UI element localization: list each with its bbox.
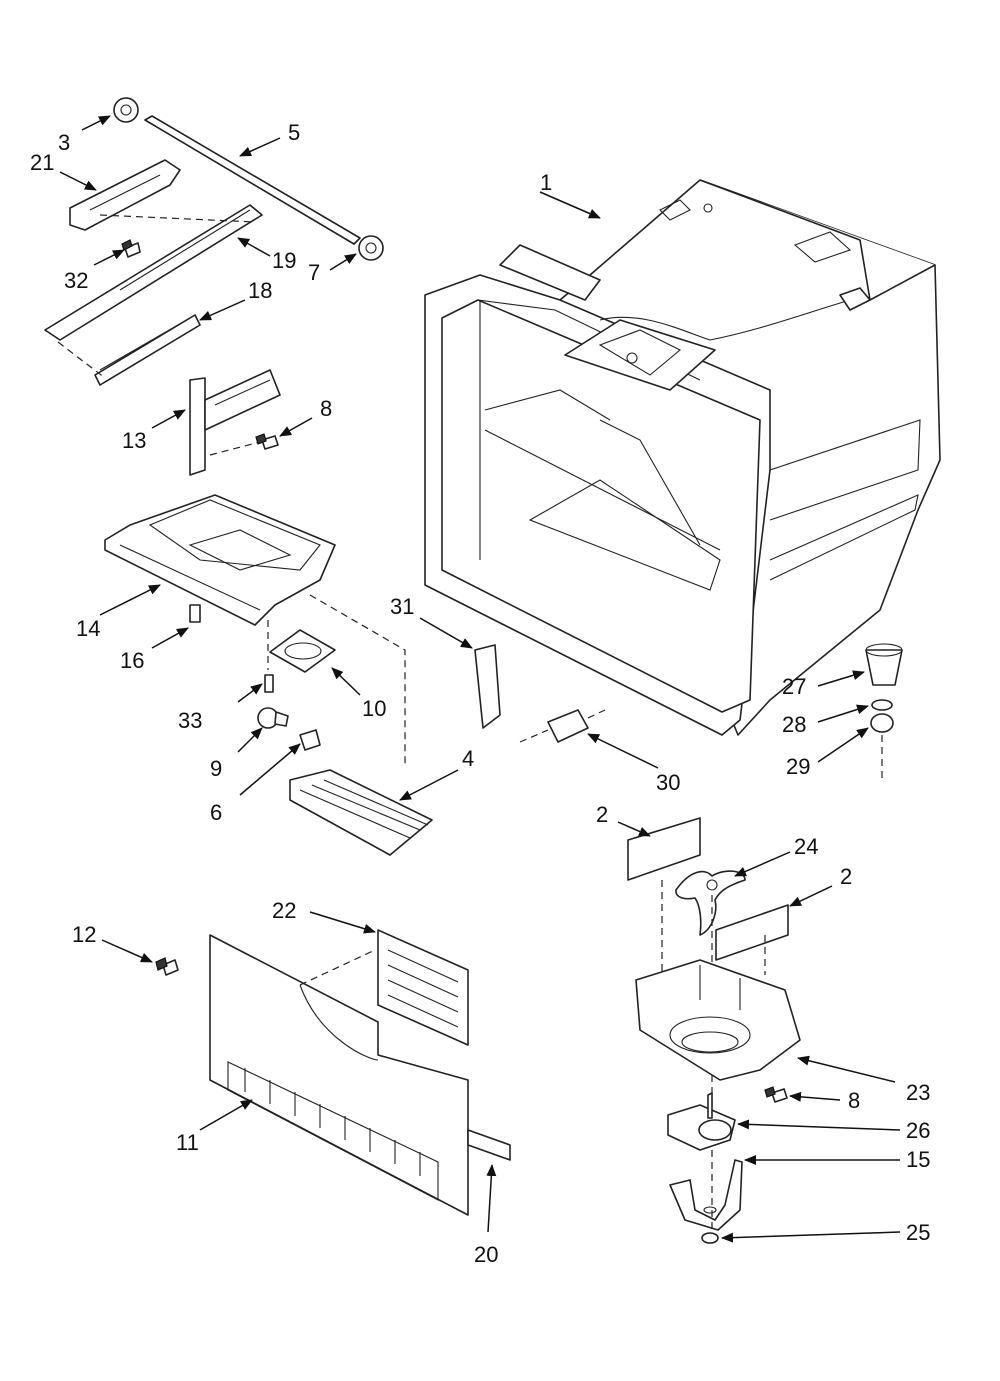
part-2-foam-pad-upper xyxy=(627,817,701,881)
part-28-washer xyxy=(871,699,893,711)
callout-25: 25 xyxy=(906,1220,930,1245)
part-29-grommet xyxy=(870,713,894,733)
part-22-grille xyxy=(377,929,469,1046)
callout-10: 10 xyxy=(362,696,386,721)
callout-20: 20 xyxy=(474,1242,498,1267)
part-2-foam-pad-lower xyxy=(715,904,789,961)
part-16-switch xyxy=(189,604,201,623)
assembly-line xyxy=(309,594,406,765)
callout-11: 11 xyxy=(176,1130,199,1155)
part-4-grille xyxy=(289,769,433,856)
callout-33: 33 xyxy=(178,708,202,733)
callout-28: 28 xyxy=(782,712,806,737)
assembly-line xyxy=(57,341,106,379)
part-5-rod xyxy=(144,115,361,245)
part-11-rear-cover xyxy=(209,934,469,1216)
callout-31: 31 xyxy=(390,594,414,619)
callout-18: 18 xyxy=(248,278,272,303)
part-25-grommet xyxy=(701,1232,719,1244)
assembly-line xyxy=(299,949,376,986)
callout-labels: 3 5 21 1 19 32 7 18 8 13 14 16 31 27 33 … xyxy=(30,120,930,1267)
callout-19: 19 xyxy=(272,248,296,273)
callout-2-upper: 2 xyxy=(596,802,608,827)
part-24-fan-blade xyxy=(675,870,746,936)
callout-22: 22 xyxy=(272,898,296,923)
callout-5: 5 xyxy=(288,120,300,145)
part-23-fan-shroud xyxy=(635,959,801,1081)
assembly-line xyxy=(209,441,261,456)
callout-2-lower: 2 xyxy=(840,864,852,889)
callout-7: 7 xyxy=(308,260,320,285)
part-30-cylinder xyxy=(519,709,606,743)
part-1-freezer-liner xyxy=(424,179,941,736)
part-32-screw xyxy=(121,239,141,258)
callout-6: 6 xyxy=(210,800,222,825)
callout-8-upper: 8 xyxy=(320,396,332,421)
part-15-motor-bracket xyxy=(669,1159,743,1231)
part-19-slide-rail xyxy=(44,204,263,341)
callout-13: 13 xyxy=(122,428,146,453)
part-26-fan-motor xyxy=(667,1092,736,1151)
callout-4: 4 xyxy=(462,746,474,771)
part-31-duct xyxy=(474,644,501,729)
callout-1: 1 xyxy=(540,170,552,195)
callout-24: 24 xyxy=(794,834,818,859)
part-8-screw-lower xyxy=(764,1086,788,1103)
part-20-strip xyxy=(467,1129,511,1161)
part-7-gear xyxy=(358,235,384,261)
callout-29: 29 xyxy=(786,754,810,779)
part-8-screw-upper xyxy=(255,433,279,450)
callout-30: 30 xyxy=(656,770,680,795)
part-6-socket xyxy=(299,729,321,751)
callout-26: 26 xyxy=(906,1118,930,1143)
callout-16: 16 xyxy=(120,648,144,673)
part-3-gear xyxy=(113,97,139,123)
callout-9: 9 xyxy=(210,756,222,781)
callout-12: 12 xyxy=(72,922,96,947)
part-10-light-housing xyxy=(269,629,336,673)
callout-15: 15 xyxy=(906,1147,930,1172)
callout-27: 27 xyxy=(782,674,806,699)
callout-21: 21 xyxy=(30,150,54,175)
part-12-screw xyxy=(155,957,179,976)
part-18-slide-rail xyxy=(94,314,201,386)
callout-3: 3 xyxy=(58,130,70,155)
part-27-cup xyxy=(865,643,903,686)
leader-lines xyxy=(59,115,901,1243)
part-33-screw xyxy=(264,674,274,693)
part-13-bracket xyxy=(189,369,281,476)
part-14-housing xyxy=(104,494,336,626)
assembly-line xyxy=(99,214,256,223)
part-9-bulb xyxy=(257,707,289,729)
callout-14: 14 xyxy=(76,616,100,641)
callout-32: 32 xyxy=(64,268,88,293)
part-21-slide-bracket xyxy=(69,159,181,231)
callout-23: 23 xyxy=(906,1080,930,1105)
callout-8-lower: 8 xyxy=(848,1088,860,1113)
